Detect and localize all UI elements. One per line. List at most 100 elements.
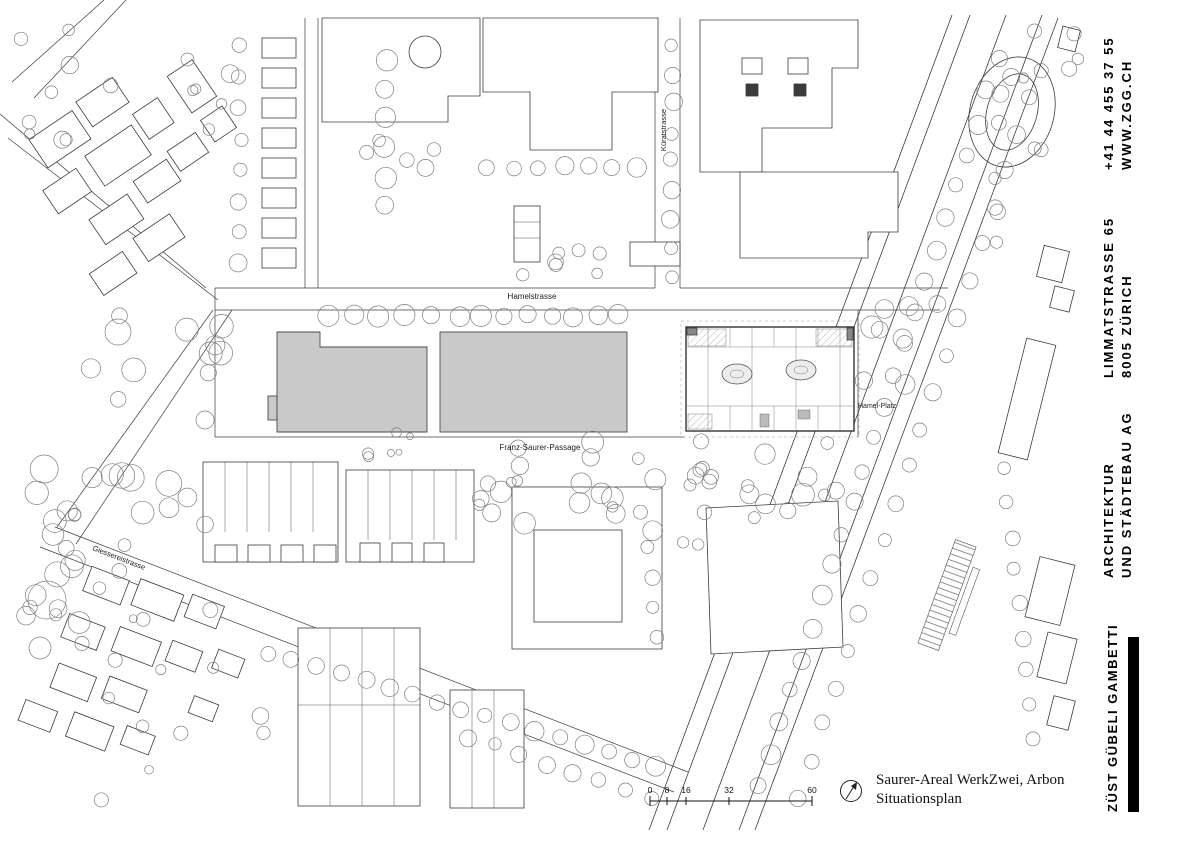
rect-shape (687, 328, 727, 347)
rect-shape (164, 639, 204, 673)
rect-shape (17, 698, 59, 733)
tree (144, 764, 154, 775)
tree (426, 142, 442, 157)
tree (198, 341, 223, 366)
tree (209, 314, 234, 339)
g-shape (514, 221, 540, 239)
tree (664, 241, 678, 255)
tree (866, 429, 881, 445)
tree (41, 523, 65, 546)
tree (57, 540, 75, 557)
tree (367, 305, 390, 328)
tree (110, 391, 127, 408)
tree (395, 448, 403, 456)
tree (22, 599, 38, 615)
g-shape (224, 462, 314, 532)
tree (797, 466, 818, 487)
tree (1071, 52, 1085, 65)
rect-shape (166, 131, 210, 172)
street-line (75, 309, 233, 545)
tree (391, 427, 402, 438)
tree (644, 569, 661, 586)
tree (987, 199, 1004, 216)
tree (915, 272, 934, 291)
buildings-east-edge (997, 25, 1081, 731)
tree (495, 307, 513, 325)
rowhouses-column (261, 37, 297, 269)
tree (1018, 72, 1029, 84)
tree (827, 481, 845, 500)
tree (100, 463, 124, 487)
firm-address-line2: 8005 ZÜRICH (1119, 274, 1134, 378)
rect-shape (75, 76, 130, 128)
tree (155, 664, 167, 676)
tree (603, 159, 621, 176)
tree (28, 636, 52, 660)
tree (64, 549, 86, 571)
tree (693, 433, 709, 450)
tree (513, 512, 536, 535)
tree (130, 500, 155, 525)
rect-shape (110, 625, 162, 668)
tree (16, 606, 36, 626)
rect-shape (261, 37, 297, 59)
tree (792, 652, 811, 670)
title-block: Saurer-Areal WerkZwei, Arbon Situationsp… (876, 772, 1065, 807)
circle-shape (840, 780, 862, 802)
tree (175, 317, 199, 342)
tree (760, 744, 782, 765)
tree (207, 661, 220, 674)
ellipse-shape (968, 56, 1056, 168)
tree (665, 270, 679, 285)
tree (362, 447, 375, 460)
tree (739, 484, 760, 505)
tree (590, 482, 613, 505)
rect-shape (211, 648, 246, 679)
tree (107, 652, 123, 668)
rect-shape (88, 193, 145, 246)
firm-name-accent-bar (1128, 637, 1139, 812)
tree (695, 461, 710, 476)
tree (524, 721, 545, 742)
scale-tick-60: 60 (807, 785, 817, 795)
tree (968, 115, 989, 135)
tree (231, 37, 247, 53)
tree (111, 563, 128, 579)
tree (177, 487, 198, 508)
tree (208, 340, 233, 366)
rect-shape (533, 529, 623, 623)
tree (477, 707, 493, 723)
tree (618, 782, 633, 798)
tree (961, 272, 979, 290)
tree (478, 159, 495, 177)
tree (1061, 60, 1078, 77)
tree (511, 475, 524, 487)
tree (67, 611, 91, 634)
tree (696, 504, 713, 520)
rect-shape (166, 59, 218, 114)
tree (927, 240, 947, 261)
rect-shape (261, 97, 297, 119)
tree (649, 630, 665, 645)
tree (640, 540, 655, 554)
tree (769, 712, 789, 732)
tree (195, 410, 215, 430)
tree (741, 479, 755, 493)
firm-phone: +41 44 455 37 55 (1101, 36, 1116, 170)
tree (317, 304, 340, 327)
tree (875, 398, 894, 417)
tree (581, 430, 605, 454)
existing-hall-1-annex (267, 395, 278, 421)
tree (804, 754, 820, 770)
tree (506, 160, 522, 177)
tree (530, 160, 546, 177)
tree (995, 161, 1014, 179)
north-arrow-icon (840, 780, 862, 802)
tree (601, 486, 624, 509)
tree (1027, 23, 1042, 39)
rect-shape (132, 158, 182, 204)
tree (874, 299, 895, 319)
rect-shape (997, 337, 1057, 461)
tree (664, 67, 682, 84)
rect-shape (513, 205, 541, 263)
